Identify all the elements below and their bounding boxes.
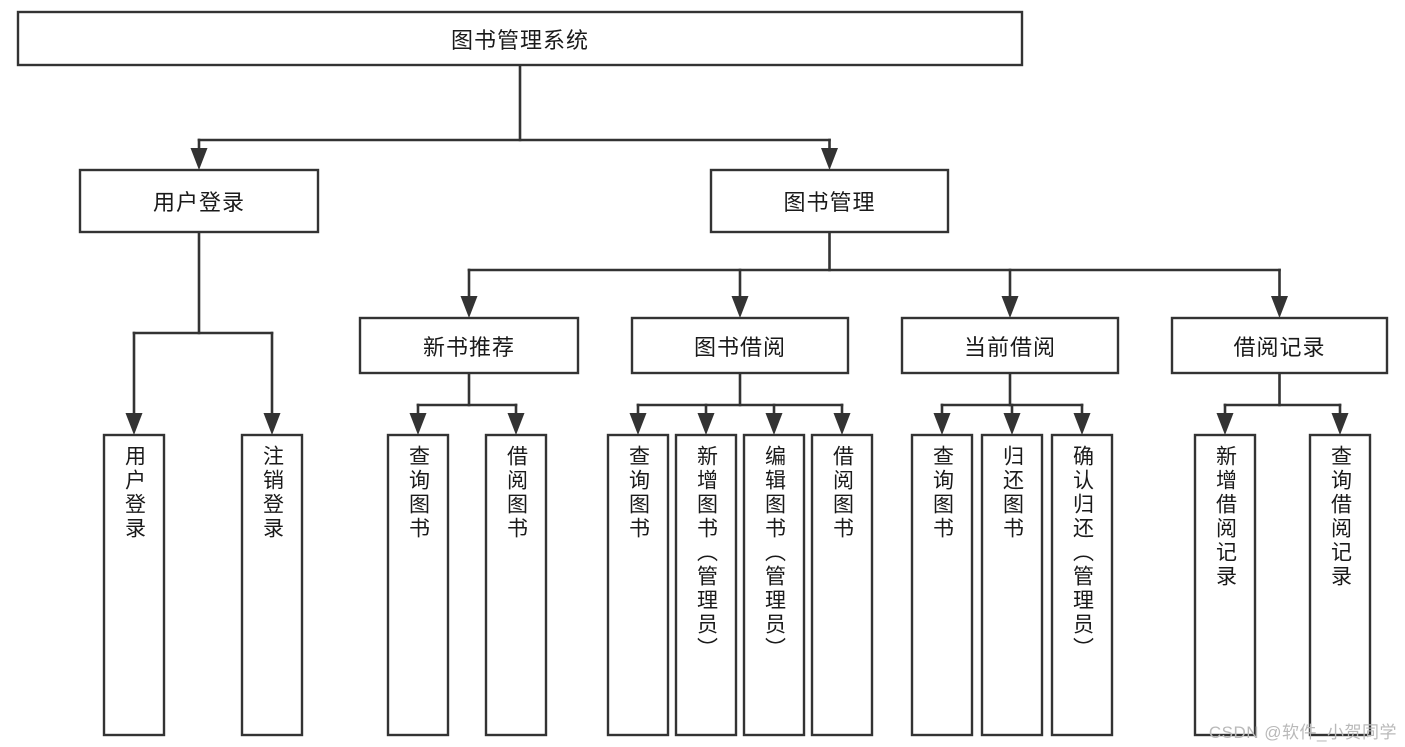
node-box-new-book-rec[interactable]	[358, 316, 580, 375]
node-box-leaf-query-record[interactable]	[1308, 433, 1372, 737]
connector-group-root	[190, 63, 838, 170]
node-box-current-borrow[interactable]	[900, 316, 1120, 375]
node-box-leaf-add-book[interactable]	[674, 433, 738, 737]
node-box-leaf-query-book-cur[interactable]	[910, 433, 974, 737]
connector-group-current-borrow	[933, 371, 1091, 435]
connector-group-borrow-record	[1216, 371, 1349, 435]
node-box-leaf-query-book-rec[interactable]	[386, 433, 450, 737]
connector-group-new-book-rec	[409, 371, 525, 435]
csdn-watermark: CSDN @软件_小贺同学	[1208, 723, 1397, 742]
node-box-book-manage[interactable]	[709, 168, 950, 234]
node-box-leaf-user-login[interactable]	[102, 433, 166, 737]
connector-group-book-borrow	[629, 371, 851, 435]
node-box-borrow-record[interactable]	[1170, 316, 1389, 375]
connector-group-book-manage	[460, 230, 1288, 318]
node-box-leaf-logout[interactable]	[240, 433, 304, 737]
node-box-user-login[interactable]	[78, 168, 320, 234]
node-box-root[interactable]	[16, 10, 1024, 67]
connector-group-user-login	[125, 230, 281, 435]
node-box-leaf-query-book-borrow[interactable]	[606, 433, 670, 737]
node-box-leaf-edit-book[interactable]	[742, 433, 806, 737]
node-box-book-borrow[interactable]	[630, 316, 850, 375]
node-box-leaf-borrow-book-rec[interactable]	[484, 433, 548, 737]
node-box-leaf-return-book[interactable]	[980, 433, 1044, 737]
node-box-leaf-borrow-book[interactable]	[810, 433, 874, 737]
node-box-leaf-add-record[interactable]	[1193, 433, 1257, 737]
node-box-leaf-confirm-return[interactable]	[1050, 433, 1114, 737]
